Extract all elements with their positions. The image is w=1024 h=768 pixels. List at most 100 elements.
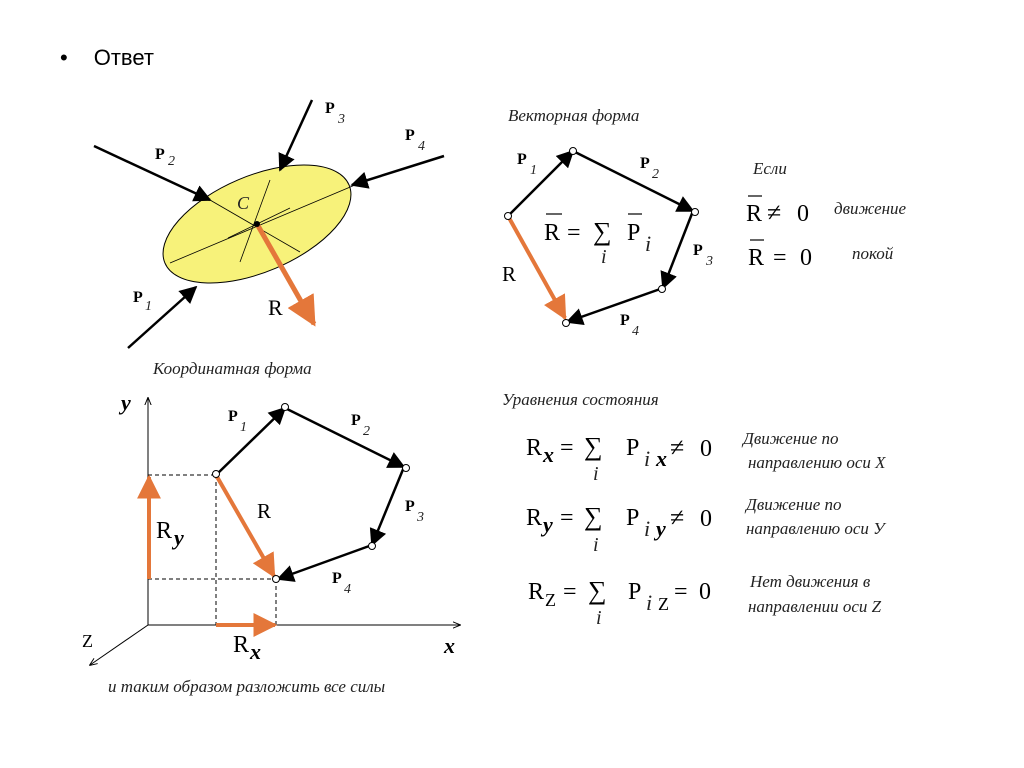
eqz-desc2: направлении оси Z <box>748 597 882 616</box>
vp1-label: P <box>517 151 527 168</box>
eqy-sum: ∑ <box>584 502 603 531</box>
eqx-neq: ≠ <box>670 433 684 462</box>
eqz-sumi: i <box>596 607 602 629</box>
slide-title: • Ответ <box>60 45 154 71</box>
cp2-label: P <box>351 412 361 429</box>
eq-z: R Z = ∑ i P i Z = 0 Нет движения в напра… <box>528 572 882 629</box>
vertex-point <box>402 464 410 472</box>
vec-r <box>506 215 567 321</box>
vertex-point <box>691 208 699 216</box>
vp4-label: P <box>620 312 630 329</box>
cp4-label: P <box>332 570 342 587</box>
force-p1-arrow <box>127 285 198 349</box>
if-label: Если <box>752 159 787 178</box>
axis-line-3 <box>239 179 271 263</box>
formula-p-i: i <box>645 231 651 256</box>
coord-form-label: Координатная форма <box>152 359 312 378</box>
vertex-point <box>504 212 512 220</box>
cond1-r: R <box>746 201 762 227</box>
footer-label: и таким образом разложить все силы <box>108 677 385 696</box>
eqx-sumi: i <box>593 463 599 485</box>
eqx-rsub: x <box>542 442 554 467</box>
vec-p4 <box>565 286 664 325</box>
p1-sub: 1 <box>145 299 152 314</box>
vec-p1 <box>507 149 575 217</box>
resultant-r-arrow <box>254 222 317 327</box>
p3-sub: 3 <box>337 112 345 127</box>
eqy-rsub: y <box>540 512 553 537</box>
cp3-sub: 3 <box>416 510 424 525</box>
vertex-point <box>281 403 289 411</box>
eqx-p: P <box>626 435 639 461</box>
force-p2-arrow <box>93 144 212 202</box>
title-text: Ответ <box>93 45 154 70</box>
vp4-sub: 4 <box>632 324 639 339</box>
formula-sum-i: i <box>601 246 607 268</box>
eqz-desc1: Нет движения в <box>749 572 871 591</box>
coord-p3 <box>369 466 406 547</box>
eqy-r: R <box>526 505 542 531</box>
ry-sub: y <box>171 525 184 550</box>
eqy-desc1: Движение по <box>744 495 842 514</box>
center-label: C <box>237 193 250 213</box>
eqz-p: P <box>628 579 641 605</box>
eqz-eq2: = <box>674 579 688 605</box>
vertex-point <box>272 575 280 583</box>
body-force-diagram: C P 2 P 3 P 4 P 1 R <box>93 99 445 349</box>
coord-p1 <box>215 406 287 476</box>
motion-label: движение <box>834 199 907 218</box>
eqz-pi: i <box>646 590 652 615</box>
vr-label: R <box>502 262 516 286</box>
coord-p4 <box>276 543 373 582</box>
p3-label: P <box>325 100 335 117</box>
vector-form-label: Векторная форма <box>508 106 639 125</box>
cr-label: R <box>257 499 271 523</box>
eqx-sum: ∑ <box>584 432 603 461</box>
eqx-desc2: направлению оси X <box>748 453 886 472</box>
eqx-desc1: Движение по <box>741 429 839 448</box>
vp2-sub: 2 <box>652 167 659 182</box>
eqx-r: R <box>526 435 542 461</box>
eqy-py: y <box>653 516 666 541</box>
state-eq-label: Уравнения состояния <box>502 390 659 409</box>
vector-sum-formula: R = ∑ i P i <box>544 213 651 268</box>
axis-line-1 <box>169 184 356 264</box>
rx-sub: x <box>249 639 261 664</box>
eqy-zero: 0 <box>700 506 712 532</box>
center-point <box>254 221 260 227</box>
rest-label: покой <box>852 244 894 263</box>
cp1-sub: 1 <box>240 420 247 435</box>
y-axis-label: y <box>118 390 131 415</box>
motion-condition: R ≠ 0 движение <box>746 195 907 227</box>
formula-p: P <box>627 220 640 246</box>
cp3-label: P <box>405 498 415 515</box>
formula-eq: = <box>567 220 581 246</box>
eqy-neq: ≠ <box>670 503 684 532</box>
eqz-eq: = <box>563 579 577 605</box>
vertex-point <box>368 542 376 550</box>
vp1-sub: 1 <box>530 163 537 178</box>
eq-x: R x = ∑ i P i x ≠ 0 Движение по направле… <box>526 429 886 485</box>
bullet-icon: • <box>60 45 68 70</box>
p1-label: P <box>133 289 143 306</box>
eqz-r: R <box>528 579 544 605</box>
rx-label: R <box>233 632 249 658</box>
vp2-label: P <box>640 155 650 172</box>
coord-p2 <box>284 406 406 469</box>
eqx-eq: = <box>560 435 574 461</box>
eqx-pi: i <box>644 446 650 471</box>
vp3-label: P <box>693 242 703 259</box>
eqy-eq: = <box>560 505 574 531</box>
vp3-sub: 3 <box>705 254 713 269</box>
eqy-sumi: i <box>593 534 599 556</box>
vertex-point <box>212 470 220 478</box>
cond2-zero: 0 <box>800 245 812 271</box>
eqy-desc2: направлению оси У <box>746 519 887 538</box>
p2-label: P <box>155 146 165 163</box>
eqz-sum: ∑ <box>588 576 607 605</box>
vertex-point <box>569 147 577 155</box>
z-axis-label: Z <box>82 631 93 651</box>
eqx-zero: 0 <box>700 436 712 462</box>
cond1-zero: 0 <box>797 201 809 227</box>
cp2-sub: 2 <box>363 424 370 439</box>
